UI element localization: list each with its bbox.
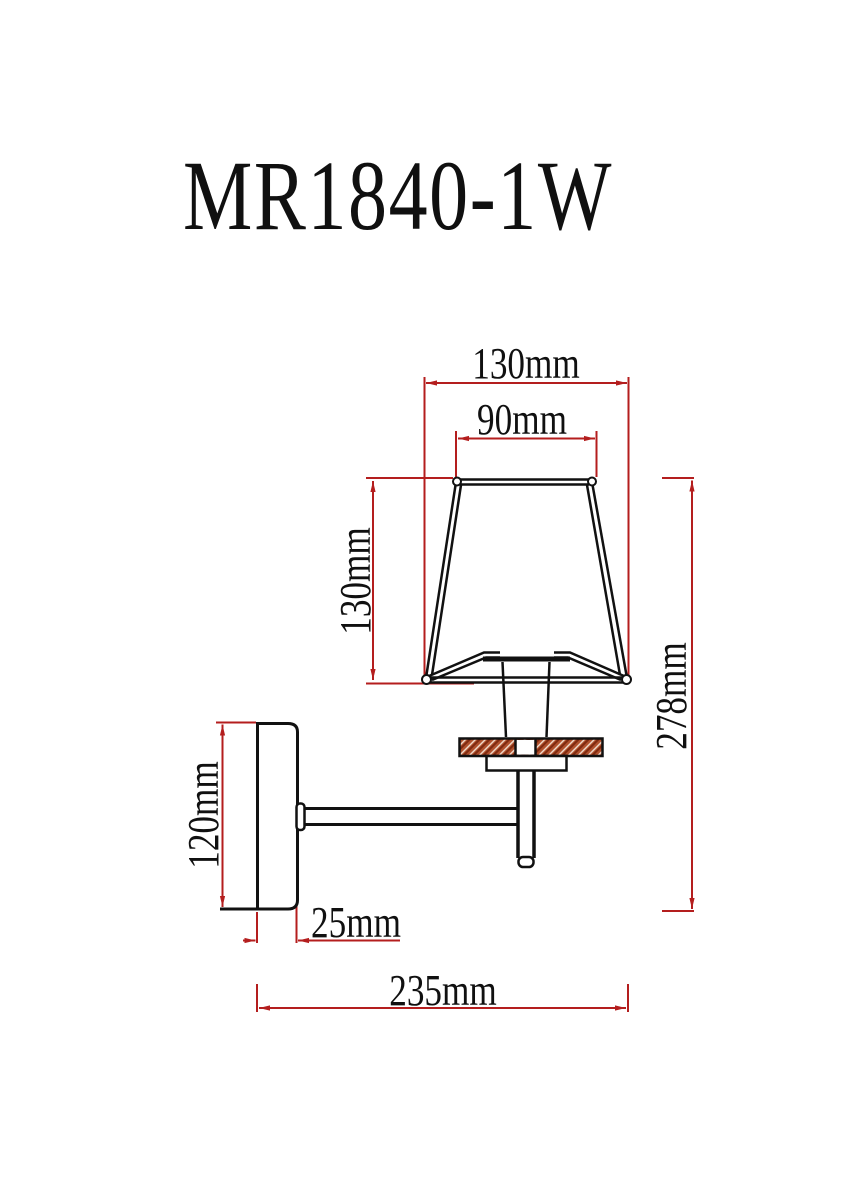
dim-label-overall-depth: 235mm	[389, 966, 497, 1015]
dim-label-shade-height: 130mm	[331, 527, 380, 635]
dim-label-shade-bottom-width: 130mm	[472, 339, 580, 388]
drop-rod	[516, 770, 536, 869]
wood-disc	[458, 737, 604, 758]
lamp-base-cup	[485, 754, 568, 772]
shade-spider	[428, 651, 625, 682]
dimension-linework	[216, 377, 695, 1012]
wall-backplate	[220, 722, 299, 911]
product-code-title: MR1840-1W	[183, 140, 614, 251]
lamp-shade	[421, 476, 632, 685]
dim-label-backplate-height: 120mm	[179, 761, 228, 869]
candle-cup	[501, 661, 551, 738]
dim-label-backplate-depth: 25mm	[311, 898, 401, 947]
support-arm	[295, 802, 518, 832]
dim-label-overall-height: 278mm	[647, 642, 696, 750]
dim-label-shade-top-width: 90mm	[477, 395, 567, 444]
